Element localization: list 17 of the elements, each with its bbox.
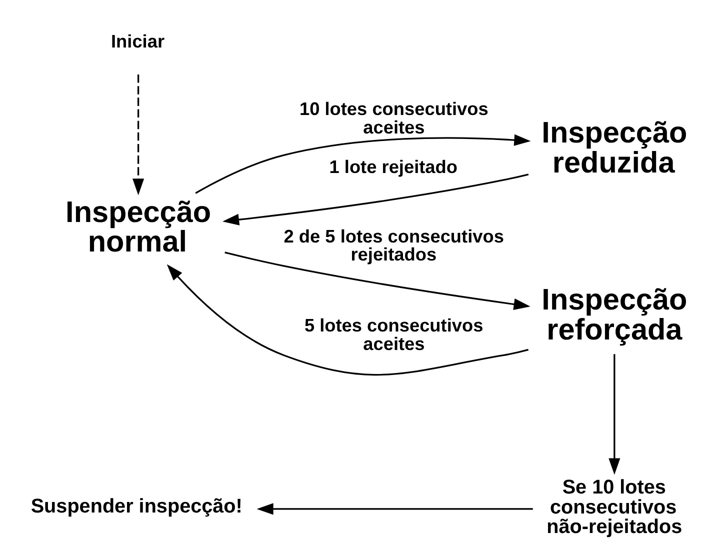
arrow [256,503,532,515]
node-text: Suspender inspecção! [30,495,242,518]
node-text: Inspecção normal [65,196,211,259]
arrow [224,252,530,310]
edge-label: 10 lotes consecutivos aceites [298,99,488,138]
node-text: Inspecção reduzida [541,116,687,180]
arrow [132,74,144,196]
arrow [222,174,528,226]
node-text: Inspecção reforçada [541,284,687,346]
edge-label: 1 lote rejeitado [328,157,458,178]
arrow [166,264,528,376]
node-text: Se 10 lotes consecutivos não-rejeitados [546,476,682,538]
edge-label: 2 de 5 lotes consecutivos rejeitados [283,226,504,265]
node-text: Iniciar [110,31,164,52]
arrow [194,134,530,194]
edge-label: 5 lotes consecutivos aceites [304,316,483,354]
arrow [608,354,620,475]
